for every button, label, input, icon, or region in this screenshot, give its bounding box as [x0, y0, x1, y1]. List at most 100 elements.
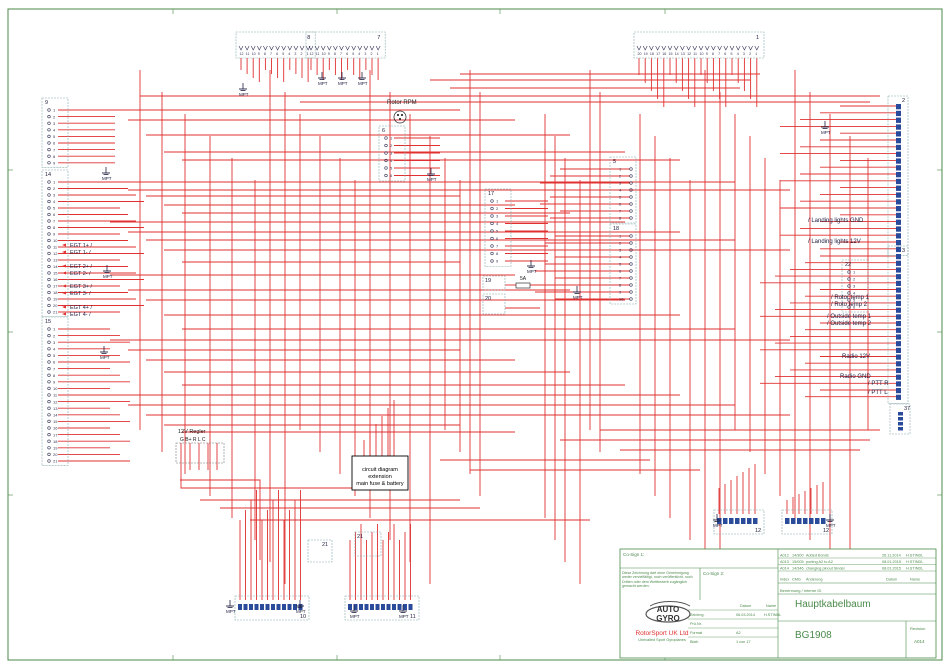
connector-pin — [353, 604, 358, 610]
ground-symbol: MPT — [100, 346, 110, 360]
labels: EGT 1+ /EGT 1- /EGT 2+ /EGT 2- /EGT 3+ /… — [62, 218, 889, 396]
connector-pin — [847, 284, 851, 288]
egt-label: EGT 3- / — [70, 291, 91, 297]
ground-symbol: MPT — [103, 265, 113, 279]
connector-pin — [898, 427, 903, 431]
connector-pin — [896, 199, 901, 205]
egt-label: EGT 1- / — [70, 250, 91, 256]
connector-pin — [896, 192, 901, 198]
pin-number: 2 — [496, 206, 499, 211]
connector-pin — [896, 165, 901, 171]
co-sign-1: Co-Sign 1: — [623, 552, 644, 557]
pin-number: 15 — [53, 271, 58, 276]
pin-number: 11 — [53, 245, 58, 250]
connector-pin — [896, 327, 901, 333]
revision-cell: 14/300 — [792, 554, 804, 558]
wire — [180, 479, 261, 560]
connector-pin — [47, 433, 51, 437]
connector-pin — [896, 294, 901, 300]
connector-c37: 37 — [889, 403, 911, 435]
connector-pin — [238, 45, 244, 51]
pin-number: 16 — [53, 277, 58, 282]
connector-pin — [791, 518, 796, 524]
connector-pin — [896, 394, 901, 400]
connector-pin — [47, 327, 51, 331]
connector-pin — [47, 114, 51, 119]
pin-number: 17 — [656, 52, 660, 56]
pin-number: 16 — [53, 426, 58, 431]
pin-number: 21 — [53, 459, 58, 464]
connector-pin — [327, 45, 332, 51]
connector-pin — [898, 412, 903, 416]
pin-number: 10 — [53, 238, 58, 243]
pin-number: 8 — [496, 251, 499, 256]
fuse-5a: 5A — [515, 276, 531, 289]
connector-number: 21 — [357, 534, 363, 540]
pin-number: 17 — [53, 284, 58, 289]
connector-pin — [896, 374, 901, 380]
pin-number: 11 — [246, 52, 250, 56]
connector-pin — [47, 206, 51, 210]
connector-pin — [896, 104, 901, 110]
ground-symbol: MPT — [296, 600, 306, 614]
pin-number: 3 — [619, 248, 622, 253]
connector-number: 2 — [902, 98, 905, 104]
connector-pin — [741, 518, 746, 524]
egt-label: EGT 1+ / — [70, 243, 93, 249]
pin-number: 4 — [737, 52, 739, 56]
connector-pin — [742, 45, 747, 51]
connector-pin — [47, 419, 51, 424]
pin-number: 6 — [390, 173, 393, 178]
connector-outline — [354, 531, 382, 557]
connector-pin — [47, 193, 51, 197]
connector-number: 22 — [845, 262, 851, 268]
pin-number: 6 — [724, 52, 726, 56]
connector-pin — [238, 604, 242, 610]
ground-symbol: MPT — [226, 600, 236, 614]
extension-line-1: circuit diagram — [362, 467, 398, 473]
fuse-label: 5A — [520, 276, 527, 282]
connector-pin — [785, 518, 790, 524]
connector-pin — [629, 255, 633, 259]
connector-pin — [243, 604, 248, 610]
field-label: Zeichng. — [690, 613, 705, 617]
connector-pin — [896, 341, 901, 347]
connector-pin — [490, 244, 494, 248]
connector-pin — [821, 518, 826, 524]
ground-label: MPT — [239, 92, 249, 97]
pin-number: 13 — [53, 258, 58, 263]
connector-pin — [629, 216, 633, 220]
connector-pin — [898, 422, 903, 426]
connector-pin — [47, 340, 51, 344]
pin-number: 2 — [53, 333, 56, 338]
pin-number: 9 — [496, 259, 499, 264]
egt-arrow — [62, 264, 66, 268]
autogyro-logo: AUTO GYRO — [645, 601, 691, 623]
copyright-notice: Diese Zeichnung darf ohne Genehmigung we… — [622, 571, 693, 589]
pin-number: 7 — [270, 52, 272, 56]
pin-number: 17 — [53, 432, 58, 437]
revision-cell: 08.01.2015 — [882, 560, 901, 564]
pin-number: 6 — [53, 212, 56, 217]
connector-number: 15 — [45, 319, 51, 325]
connector-pin — [717, 518, 722, 524]
pin-number: 4 — [390, 158, 393, 163]
connector-outline — [781, 509, 833, 535]
connector-outline — [482, 275, 506, 291]
connector-pin — [47, 459, 51, 463]
connector-outline — [482, 293, 506, 315]
connector-pin — [299, 45, 305, 51]
connector-pin — [47, 452, 51, 457]
svg-text:AUTO: AUTO — [657, 605, 680, 614]
pin-number: 3 — [743, 52, 745, 56]
connector-pin — [847, 291, 851, 295]
pin-number: 6 — [346, 52, 348, 56]
connector-c11: 11 — [344, 595, 420, 621]
connector-pin — [314, 45, 320, 51]
connector-pin — [333, 45, 338, 51]
connector-pin — [47, 225, 51, 230]
ptt-l-label: / PTT L — [868, 390, 888, 396]
